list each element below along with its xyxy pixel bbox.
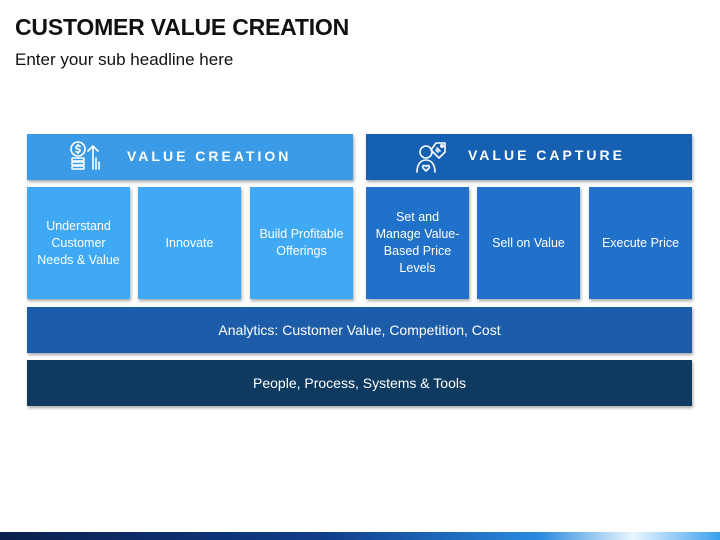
analytics-label: Analytics: Customer Value, Competition, … [218,322,501,338]
price-tag-person-icon [416,142,446,173]
foundation-bar: People, Process, Systems & Tools [27,360,692,406]
innovate-box: Innovate [138,187,241,299]
page-subtitle: Enter your sub headline here [15,50,234,69]
value-capture-title: VALUE CAPTURE [468,147,625,163]
understand-customer-needs-box: Understand Customer Needs & Value [27,187,130,299]
foundation-label: People, Process, Systems & Tools [253,375,466,391]
box-label: Sell on Value [492,235,565,250]
analytics-bar: Analytics: Customer Value, Competition, … [27,307,692,353]
box-label: Understand Customer Needs & Value [37,218,120,267]
build-profitable-offerings-box: Build Profitable Offerings [250,187,353,299]
set-manage-price-levels-box: Set and Manage Value-Based Price Levels [366,187,469,299]
value-creation-header: VALUE CREATION [27,134,353,180]
value-capture-header: VALUE CAPTURE [366,134,692,180]
value-creation-title: VALUE CREATION [127,148,292,164]
box-label: Innovate [165,235,214,250]
page-title: CUSTOMER VALUE CREATION [15,14,350,40]
money-growth-icon [70,141,100,170]
box-label: Execute Price [601,235,680,250]
box-label: Set and Manage Value-Based Price Levels [375,210,460,275]
decorative-bottom-strip [0,532,720,540]
sell-on-value-box: Sell on Value [477,187,580,299]
execute-price-box: Execute Price [589,187,692,299]
box-label: Build Profitable Offerings [259,227,344,258]
